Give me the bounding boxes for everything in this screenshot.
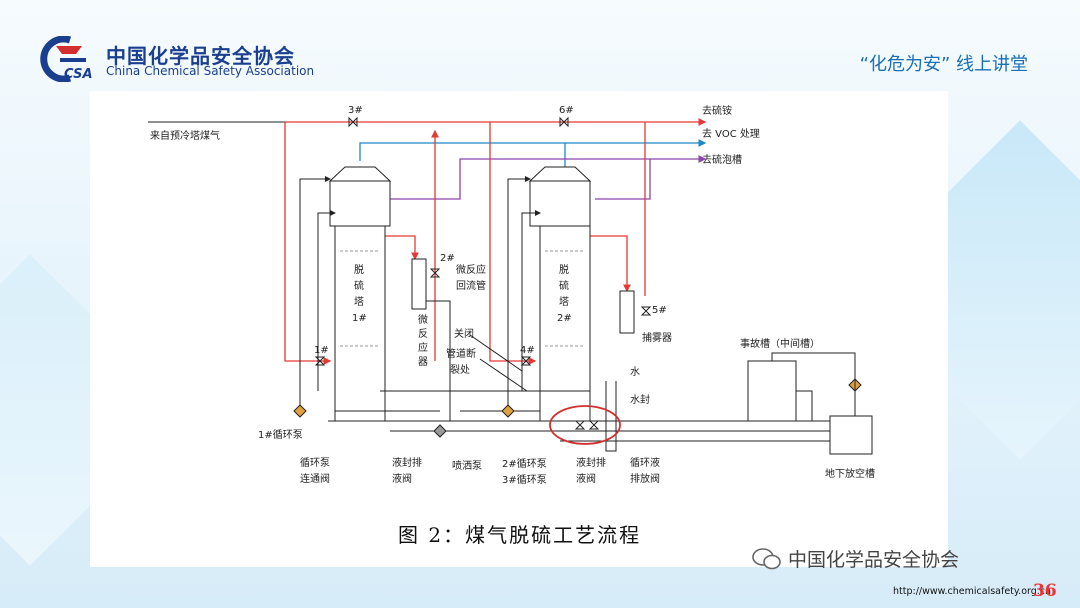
voc-line: [359, 139, 707, 161]
tower-1-head: [329, 180, 391, 227]
accident-tank-outlet: [796, 390, 813, 421]
closed-pointer: [469, 334, 523, 372]
valve-4-label: 4#: [520, 345, 535, 356]
pipe-break-pointer: [479, 358, 528, 392]
valve-6-icon: [559, 116, 569, 128]
csa-logo-icon: CSA: [40, 36, 93, 82]
pipe-break-label-2: 裂处: [450, 363, 470, 376]
process-flow-diagram: 来自预冷塔煤气 去硫铵 去 VOC 处理 去硫泡槽 3# 6# 脱 硫 塔 1#…: [148, 104, 875, 486]
pump-3-label: 3#循环泵: [502, 473, 547, 486]
tower-2-head: [529, 180, 591, 227]
svg-text:塔: 塔: [354, 295, 364, 308]
svg-text:脱: 脱: [354, 263, 364, 276]
tower-1-body: [334, 225, 386, 422]
circ-line-1a: [299, 176, 331, 411]
pipe-break-label-1: 管道断: [446, 347, 476, 360]
pump-1-label: 1#循环泵: [258, 428, 303, 441]
outlet-ammonium-label: 去硫铵: [702, 104, 732, 117]
tower-1-cap: [328, 166, 392, 182]
reactor-reflux-line: [426, 300, 451, 421]
mist-catcher-label: 捕雾器: [642, 331, 672, 344]
valve-6-label: 6#: [559, 105, 574, 116]
svg-text:脱: 脱: [559, 263, 569, 276]
valve-3-label: 3#: [348, 105, 363, 116]
micro-reactor: [411, 258, 427, 310]
valve-5-label: 5#: [652, 305, 667, 316]
link-valve-label-2: 连通阀: [300, 472, 330, 485]
circ-line-1b: [317, 210, 336, 391]
water-label: 水: [630, 366, 640, 378]
accident-tank: [747, 360, 797, 422]
tower-1-label: 脱 硫 塔 1#: [352, 263, 367, 324]
valve-5-icon: [640, 306, 652, 316]
underground-tank-label: 地下放空槽: [825, 467, 875, 480]
logo-text: CSA: [64, 67, 93, 82]
diagram-caption: 图 2：煤气脱硫工艺流程: [398, 523, 642, 547]
tower-2-label: 脱 硫 塔 2#: [557, 263, 572, 324]
valve-2-label: 2#: [440, 253, 455, 264]
micro-reactor-label: 微 反 应 器: [418, 313, 428, 368]
pump-1-icon: [293, 404, 307, 418]
inlet-label: 来自预冷塔煤气: [150, 129, 220, 142]
wechat-account-name: 中国化学品安全协会: [788, 549, 960, 571]
wechat-watermark: 中国化学品安全协会: [752, 545, 959, 572]
reflux-label-2: 回流管: [456, 279, 486, 292]
seal-drain2-label-1: 液封排: [576, 456, 606, 469]
svg-text:器: 器: [418, 356, 428, 368]
valve-3-icon: [348, 116, 358, 128]
valve-4-icon: [520, 356, 532, 366]
reflux-label-1: 微反应: [456, 263, 486, 276]
svg-text:应: 应: [418, 341, 428, 354]
circ-drain-label-1: 循环液: [630, 456, 660, 469]
mist-catcher: [619, 290, 635, 334]
seal-drain2-label-2: 液阀: [576, 472, 596, 485]
foam-branch-line: [595, 159, 651, 200]
circ-drain-valve-icon: [588, 420, 600, 430]
accident-tank-return: [771, 352, 856, 421]
org-name-cn: 中国化学品安全协会: [106, 44, 295, 68]
svg-text:硫: 硫: [559, 279, 569, 292]
seal-drain-label-2: 液阀: [392, 472, 412, 485]
svg-text:反: 反: [418, 328, 428, 340]
outlet-foam-label: 去硫泡槽: [702, 153, 742, 166]
org-name-en: China Chemical Safety Association: [106, 64, 315, 78]
circ-line-2a: [507, 176, 531, 411]
valve-1-label: 1#: [314, 345, 329, 356]
gas-to-mist-catcher: [590, 235, 631, 293]
svg-text:1#: 1#: [352, 313, 367, 324]
underground-tank: [829, 415, 873, 455]
highlight-circle: [549, 405, 621, 445]
svg-text:微: 微: [418, 313, 428, 326]
pump-2-icon: [501, 404, 515, 418]
tower-2-cap: [528, 166, 592, 182]
foam-line: [390, 155, 707, 200]
circ-drain-label-2: 排放阀: [630, 472, 660, 485]
footer-url[interactable]: http://www.chemicalsafety.org.cn: [893, 586, 1052, 597]
pump-2-label: 2#循环泵: [502, 457, 547, 470]
water-seal-label: 水封: [630, 393, 650, 406]
svg-text:硫: 硫: [354, 279, 364, 292]
accident-tank-label: 事故槽（中间槽）: [740, 337, 820, 350]
diagram-panel: 来自预冷塔煤气 去硫铵 去 VOC 处理 去硫泡槽 3# 6# 脱 硫 塔 1#…: [90, 91, 948, 567]
outlet-voc-label: 去 VOC 处理: [702, 128, 760, 140]
valve-2-icon: [429, 268, 441, 278]
wechat-icon: [752, 547, 781, 569]
link-valve-label-1: 循环泵: [300, 456, 330, 469]
svg-text:2#: 2#: [557, 313, 572, 324]
closed-label: 关闭: [454, 327, 474, 340]
svg-text:塔: 塔: [559, 295, 569, 308]
circ-line-2b: [521, 210, 541, 391]
spray-pump-icon: [433, 424, 447, 438]
gas-to-reactor: [380, 235, 419, 261]
valve-1-icon: [314, 356, 326, 366]
spray-pump-label: 喷洒泵: [452, 459, 482, 472]
page-number: 36: [1033, 581, 1057, 601]
seal-drain-valve-icon: [574, 420, 586, 430]
seal-drain-label-1: 液封排: [392, 456, 422, 469]
lecture-title: “化危为安” 线上讲堂: [859, 54, 1028, 75]
gas-riser-1: [284, 122, 332, 365]
gas-riser-2: [489, 122, 537, 365]
